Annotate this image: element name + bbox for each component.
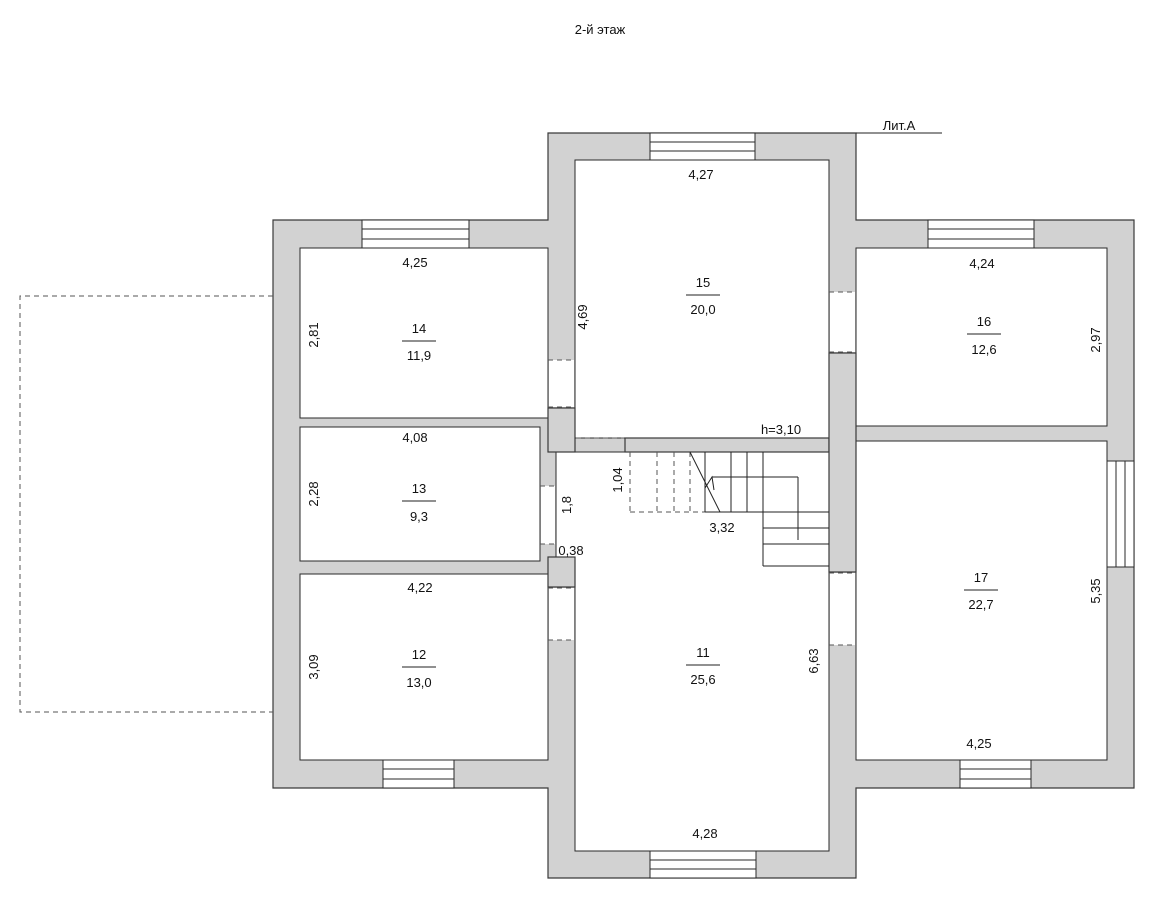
room-number: 12	[412, 647, 426, 662]
floor-title: 2-й этаж	[575, 22, 626, 37]
room-area: 22,7	[968, 597, 993, 612]
room-number: 14	[412, 321, 426, 336]
door-14-15	[549, 360, 574, 407]
window-room-12	[382, 759, 455, 789]
adjacent-outline	[19, 295, 273, 713]
room-number: 15	[696, 275, 710, 290]
room-number: 11	[696, 645, 710, 660]
room-17	[855, 440, 1108, 761]
room-area: 11,9	[407, 348, 431, 363]
dimension-room17-height: 5,35	[1088, 578, 1103, 603]
dimension-room16-width: 4,24	[969, 256, 994, 271]
dimension-room14-width: 4,25	[402, 255, 427, 270]
door-15-16	[830, 292, 855, 352]
dimension-room13-height: 2,28	[306, 481, 321, 506]
wall-stair-top	[624, 437, 830, 453]
room-label-15: 15 20,0	[686, 275, 720, 317]
dimension-corridor-width: 1,8	[559, 496, 574, 514]
room-area: 20,0	[690, 302, 715, 317]
dimension-room17-width: 4,25	[966, 736, 991, 751]
door-12-11	[549, 588, 574, 640]
room-14	[299, 247, 549, 419]
room-area: 12,6	[971, 342, 996, 357]
room-label-14: 14 11,9	[402, 321, 436, 363]
dimension-wall-offset: 0,38	[558, 543, 583, 558]
dimension-stair-height: 1,04	[610, 467, 625, 492]
wall-stub-hall-top	[547, 407, 576, 453]
room-label-11: 11 25,6	[686, 645, 720, 687]
room-number: 17	[974, 570, 988, 585]
wall-stub-hall-left	[547, 556, 576, 588]
window-room-14	[361, 219, 470, 249]
room-16	[855, 247, 1108, 427]
room-label-16: 16 12,6	[967, 314, 1001, 357]
dimension-room16-height: 2,97	[1088, 327, 1103, 352]
door-17-11	[830, 573, 855, 645]
window-room-17	[959, 759, 1032, 789]
window-room-11	[649, 850, 757, 879]
window-room-17-side	[1106, 460, 1135, 568]
room-label-13: 13 9,3	[402, 481, 436, 524]
room-area: 13,0	[406, 675, 431, 690]
room-13	[299, 426, 541, 562]
dimension-room12-width: 4,22	[407, 580, 432, 595]
room-number: 16	[977, 314, 991, 329]
dimension-room13-width: 4,08	[402, 430, 427, 445]
window-room-15	[649, 132, 756, 161]
room-number: 13	[412, 481, 426, 496]
room-area: 25,6	[690, 672, 715, 687]
dimension-room12-height: 3,09	[306, 654, 321, 679]
dimension-room15-width: 4,27	[688, 167, 713, 182]
wall-middle-right	[828, 352, 857, 573]
door-13-11	[541, 486, 555, 544]
room-label-17: 17 22,7	[964, 570, 998, 612]
staircase	[629, 451, 829, 567]
dimension-stair-width: 3,32	[709, 520, 734, 535]
dimension-room15-height: 4,69	[575, 304, 590, 329]
room-15	[574, 159, 830, 439]
dimension-room14-height: 2,81	[306, 322, 321, 347]
ceiling-height: h=3,10	[761, 422, 801, 437]
room-area: 9,3	[410, 509, 428, 524]
building-label: Лит.А	[883, 118, 916, 133]
window-room-16	[927, 219, 1035, 249]
dimension-room11-width: 4,28	[692, 826, 717, 841]
room-label-12: 12 13,0	[402, 647, 436, 690]
dimension-room11-height: 6,63	[806, 648, 821, 673]
